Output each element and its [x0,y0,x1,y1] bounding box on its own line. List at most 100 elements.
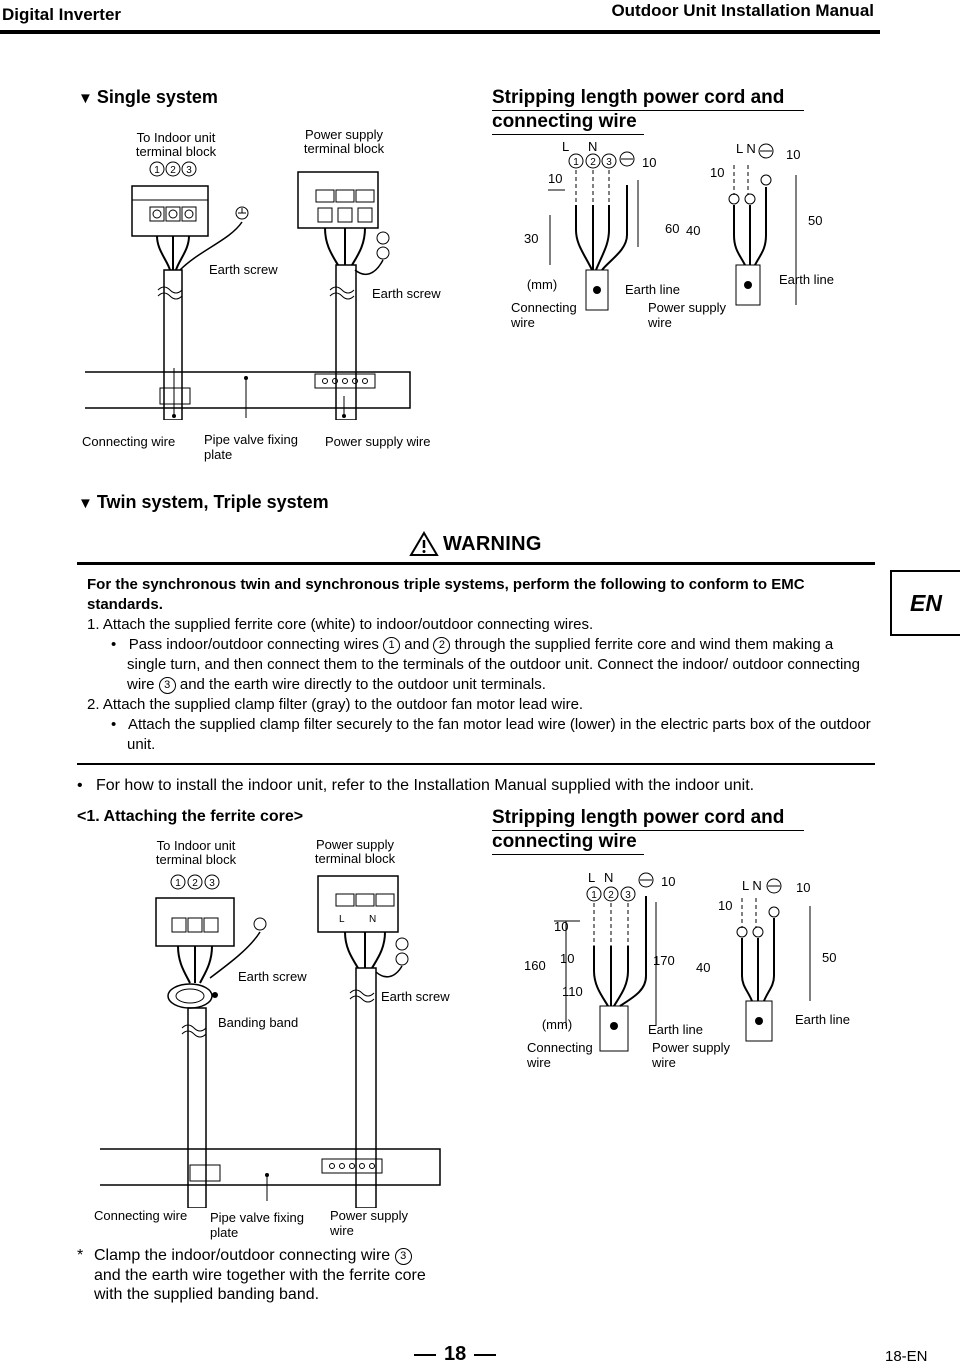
svg-text:30: 30 [524,231,538,246]
svg-text:L: L [562,139,569,154]
earth-line-label-1a: Earth line [625,282,680,297]
pipe-valve-label-single: Pipe valve fixing plate [204,432,298,462]
single-system-heading: ▼Single system [78,87,218,107]
warning-item-2: 2. Attach the supplied clamp filter (gra… [87,696,584,713]
earth-symbol-icon [395,937,409,966]
svg-text:160: 160 [524,958,546,973]
svg-text:1: 1 [573,157,579,168]
terminal-number-markers: 1 2 3 [170,874,220,890]
pipe-valve-label-ferrite: Pipe valve fixing plate [210,1210,304,1240]
triangle-down-icon: ▼ [78,495,93,512]
ferrite-heading: <1. Attaching the ferrite core> [77,808,304,825]
ferrite-base-plate [100,1148,441,1201]
svg-text:N: N [604,870,613,885]
svg-text:L: L [339,914,345,925]
earth-symbol-icon [235,206,249,220]
power-supply-wire-label-single: Power supply wire [325,434,431,449]
language-badge: EN [890,570,960,636]
svg-text:40: 40 [696,960,710,975]
indoor-terminal-label-2: To Indoor unit terminal block [155,838,237,867]
stripping-title-1b: connecting wire [492,110,644,135]
power-supply-wire-label-ferrite: Power supply wire [330,1208,409,1238]
svg-text:60: 60 [665,221,679,236]
svg-text:170: 170 [653,953,675,968]
warning-item-2-bullet: • Attach the supplied clamp filter secur… [111,716,871,753]
svg-text:3: 3 [625,890,631,901]
unit-mm-label-2: (mm) [541,1017,573,1032]
svg-text:L N: L N [742,878,762,893]
unit-mm-label: (mm) [526,277,558,292]
header-product: Digital Inverter [2,5,122,24]
svg-text:2: 2 [608,890,614,901]
svg-text:10: 10 [548,171,562,186]
svg-text:10: 10 [796,880,810,895]
stripping-length-diagram-2: L N 1 2 3 10 10 160 10 110 170 40 L N 10… [524,870,836,1052]
svg-text:10: 10 [560,951,574,966]
svg-text:10: 10 [661,874,675,889]
single-system-wiring-diagram: 1 2 3 [131,161,390,420]
terminal-number-markers: 1 2 3 [149,161,197,177]
warning-item-1-bullet: • Pass indoor/outdoor connecting wires 1… [111,636,860,694]
page-number: 18 [414,1343,497,1366]
earth-symbol-icon [376,231,390,260]
warning-title-block: WARNING [409,531,542,557]
header-rule [0,30,880,34]
svg-text:10: 10 [718,898,732,913]
svg-text:2: 2 [590,157,596,168]
svg-text:1: 1 [591,890,597,901]
stripping-title-2b: connecting wire [492,830,644,855]
indoor-terminal-label: To Indoor unit terminal block [135,130,217,159]
power-supply-wire-label-2: Power supply wire [652,1040,731,1070]
svg-text:2: 2 [170,165,176,176]
clamp-note: *Clamp the indoor/outdoor connecting wir… [77,1247,426,1303]
svg-text:3: 3 [186,165,192,176]
earth-symbol-icon [758,143,774,159]
ferrite-wiring-diagram: 1 2 3 L N [155,874,409,1208]
earth-screw-label-3: Earth screw [238,969,307,984]
svg-text:L N: L N [736,141,756,156]
warning-item-1: 1. Attach the supplied ferrite core (whi… [87,616,594,633]
supply-terminal-block-2 [317,875,399,933]
connecting-wire-label-2: Connecting wire [527,1040,593,1070]
svg-text:50: 50 [808,213,822,228]
ferrite-core-loop [167,983,218,1009]
indoor-terminal-block-2 [155,897,235,947]
svg-text:40: 40 [686,223,700,238]
svg-text:3: 3 [209,878,215,889]
earth-screw-label-2: Earth screw [372,286,441,301]
svg-text:N: N [588,139,597,154]
svg-text:N: N [369,914,376,925]
earth-symbol-icon [638,872,654,888]
supply-terminal-block [297,171,379,229]
terminal-number-markers: 1 2 3 [586,886,636,902]
svg-text:10: 10 [786,147,800,162]
svg-text:10: 10 [642,155,656,170]
warning-box: For the synchronous twin and synchronous… [77,562,875,765]
indoor-install-note: • For how to install the indoor unit, re… [77,777,755,794]
earth-line-label-1b: Earth line [779,272,834,287]
earth-screw-label-4: Earth screw [381,989,450,1004]
svg-text:1: 1 [154,165,160,176]
connecting-wire-label-single: Connecting wire [82,434,176,449]
page-number-en: 18-EN [885,1348,928,1365]
earth-screw-label-1: Earth screw [209,262,278,277]
svg-text:2: 2 [192,878,198,889]
svg-text:10: 10 [554,919,568,934]
connecting-wire-label-ferrite: Connecting wire [94,1208,188,1223]
stripping-title-2: Stripping length power cord and [492,806,804,831]
svg-text:10: 10 [710,165,724,180]
svg-text:1: 1 [175,878,181,889]
warning-triangle-icon [409,531,439,556]
earth-symbol-icon [619,151,635,167]
stripping-title-1: Stripping length power cord and [492,86,804,111]
warning-title: WARNING [443,532,542,555]
earth-symbol-icon [253,917,267,931]
power-supply-wire-label-1: Power supply wire [648,300,727,330]
supply-terminal-label-2: Power supply terminal block [314,837,396,866]
svg-text:110: 110 [562,984,583,999]
page-header: Digital Inverter Outdoor Unit Installati… [0,0,960,34]
svg-text:50: 50 [822,950,836,965]
terminal-number-markers: 1 2 3 [568,153,617,169]
indoor-terminal-block [131,185,209,237]
supply-terminal-label: Power supply terminal block [303,127,385,156]
